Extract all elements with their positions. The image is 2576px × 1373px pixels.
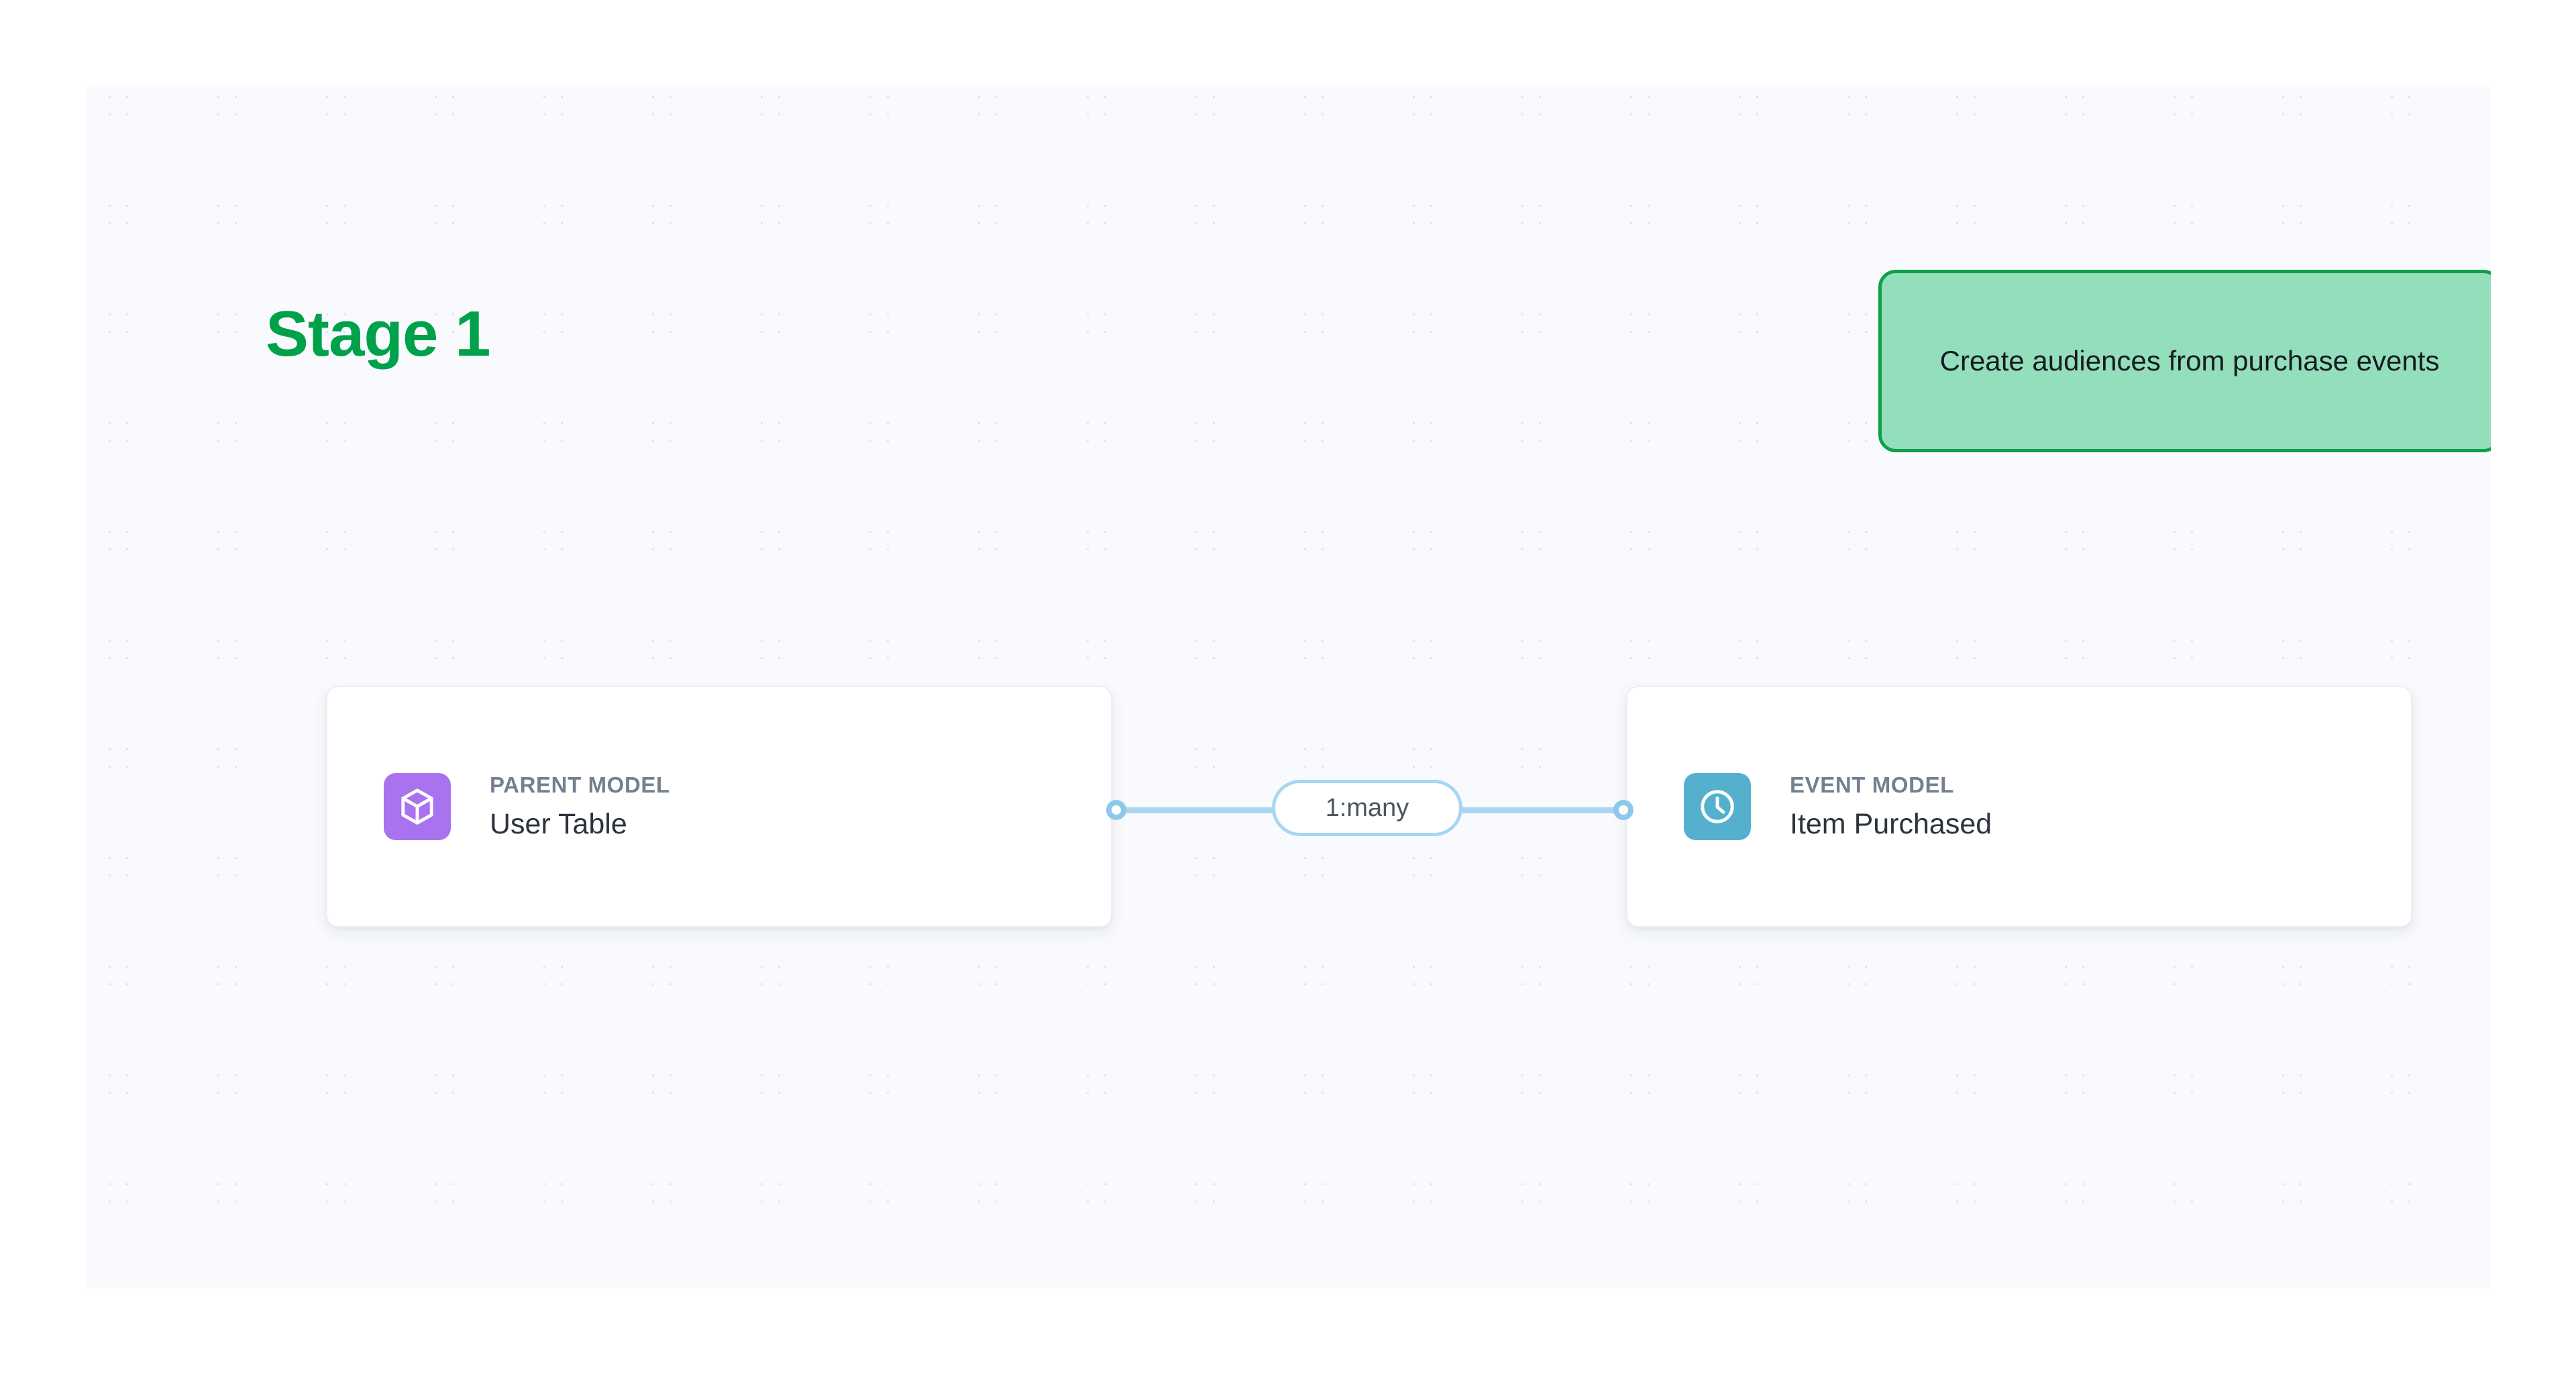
node-event-text: EVENT MODEL Item Purchased bbox=[1790, 772, 1992, 840]
relationship-badge[interactable]: 1:many bbox=[1272, 780, 1462, 836]
node-parent-model[interactable]: PARENT MODEL User Table bbox=[326, 686, 1112, 927]
annotation-text: Create audiences from purchase events bbox=[1939, 344, 2440, 376]
annotation-callout: Create audiences from purchase events bbox=[1878, 270, 2491, 452]
connector-port-output[interactable] bbox=[1106, 800, 1126, 820]
page-title: Stage 1 bbox=[266, 298, 490, 370]
node-name-label: Item Purchased bbox=[1790, 807, 1992, 840]
node-parent-text: PARENT MODEL User Table bbox=[490, 772, 670, 840]
clock-icon bbox=[1684, 773, 1751, 840]
flow-canvas[interactable]: Stage 1 Create audiences from purchase e… bbox=[86, 87, 2491, 1288]
node-kicker-label: PARENT MODEL bbox=[490, 772, 670, 798]
node-kicker-label: EVENT MODEL bbox=[1790, 772, 1954, 798]
node-event-model[interactable]: EVENT MODEL Item Purchased bbox=[1626, 686, 2412, 927]
cube-icon bbox=[384, 773, 451, 840]
connector-port-input[interactable] bbox=[1613, 800, 1633, 820]
node-name-label: User Table bbox=[490, 807, 627, 840]
edge-line-left bbox=[1115, 807, 1283, 813]
edge-line-right bbox=[1452, 807, 1623, 813]
relationship-badge-label: 1:many bbox=[1325, 794, 1409, 822]
